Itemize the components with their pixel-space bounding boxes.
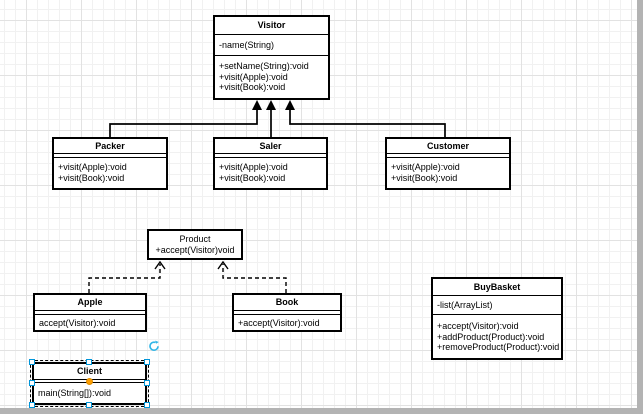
methods-compartment: +visit(Apple):void +visit(Book):void bbox=[215, 157, 326, 188]
class-product[interactable]: Product +accept(Visitor)void bbox=[147, 229, 243, 260]
class-title: Visitor bbox=[257, 20, 286, 30]
class-title: Packer bbox=[95, 141, 125, 151]
attributes-compartment bbox=[35, 310, 145, 314]
filled-arrow-icon bbox=[266, 100, 276, 110]
resize-handle-e[interactable] bbox=[144, 380, 150, 386]
method: +visit(Book):void bbox=[219, 82, 286, 92]
attributes-compartment bbox=[234, 310, 340, 314]
class-visitor[interactable]: Visitor -name(String) +setName(String):v… bbox=[213, 15, 330, 100]
edge-apple-product[interactable] bbox=[88, 260, 166, 293]
edge-book-product[interactable] bbox=[217, 260, 287, 293]
resize-handle-ne[interactable] bbox=[144, 359, 150, 365]
open-arrow-icon bbox=[217, 260, 229, 270]
method: +accept(Visitor):void bbox=[238, 318, 320, 328]
class-book[interactable]: Book +accept(Visitor):void bbox=[232, 293, 342, 332]
class-customer[interactable]: Customer +visit(Apple):void +visit(Book)… bbox=[385, 137, 511, 190]
class-apple[interactable]: Apple accept(Visitor):void bbox=[33, 293, 147, 332]
class-title: BuyBasket bbox=[473, 282, 521, 292]
method: +visit(Apple):void bbox=[219, 162, 288, 172]
method: +accept(Visitor):void bbox=[437, 321, 519, 331]
methods-compartment: +accept(Visitor):void +addProduct(Produc… bbox=[433, 314, 561, 358]
filled-arrow-icon bbox=[252, 100, 262, 110]
class-packer[interactable]: Packer +visit(Apple):void +visit(Book):v… bbox=[52, 137, 168, 190]
method: +removeProduct(Product):void bbox=[437, 342, 560, 352]
method: +visit(Book):void bbox=[58, 172, 125, 183]
resize-handle-nw[interactable] bbox=[29, 359, 35, 365]
methods-compartment: +accept(Visitor):void bbox=[234, 314, 340, 330]
resize-handle-w[interactable] bbox=[29, 380, 35, 386]
method: accept(Visitor):void bbox=[39, 318, 116, 328]
rotate-handle-icon[interactable] bbox=[148, 340, 160, 352]
attributes-compartment: -list(ArrayList) bbox=[433, 295, 561, 314]
methods-compartment: main(String[]):void bbox=[34, 382, 145, 403]
open-arrow-icon bbox=[154, 260, 166, 270]
class-title: Saler bbox=[259, 141, 282, 151]
attributes-compartment bbox=[54, 153, 166, 157]
attribute: -list(ArrayList) bbox=[437, 300, 493, 310]
methods-compartment: +visit(Apple):void +visit(Book):void bbox=[54, 157, 166, 188]
method: +setName(String):void bbox=[219, 61, 309, 71]
methods-compartment: accept(Visitor):void bbox=[35, 314, 145, 330]
method: main(String[]):void bbox=[38, 388, 112, 398]
methods-compartment: +visit(Apple):void +visit(Book):void bbox=[387, 157, 509, 188]
class-buybasket[interactable]: BuyBasket -list(ArrayList) +accept(Visit… bbox=[431, 277, 563, 360]
attribute: -name(String) bbox=[219, 40, 275, 50]
edge-packer-visitor[interactable] bbox=[109, 100, 262, 137]
edge-saler-visitor[interactable] bbox=[266, 100, 276, 137]
method: +visit(Apple):void bbox=[58, 162, 127, 172]
class-title: Product bbox=[179, 233, 211, 244]
filled-arrow-icon bbox=[285, 100, 295, 110]
resize-handle-sw[interactable] bbox=[29, 402, 35, 408]
resize-handle-s[interactable] bbox=[86, 402, 92, 408]
method: +visit(Apple):void bbox=[219, 71, 288, 82]
attributes-compartment bbox=[215, 153, 326, 157]
class-title: Apple bbox=[77, 297, 103, 307]
connection-point[interactable] bbox=[86, 378, 93, 385]
canvas-edge-bottom bbox=[0, 408, 643, 414]
method: +addProduct(Product):void bbox=[437, 331, 545, 342]
resize-handle-n[interactable] bbox=[86, 359, 92, 365]
attributes-compartment bbox=[387, 153, 509, 157]
edge-customer-visitor[interactable] bbox=[285, 100, 446, 137]
canvas-edge-right bbox=[637, 0, 643, 414]
class-title: Customer bbox=[426, 141, 469, 151]
method: +visit(Book):void bbox=[219, 172, 286, 183]
method: +accept(Visitor)void bbox=[155, 244, 235, 255]
class-saler[interactable]: Saler +visit(Apple):void +visit(Book):vo… bbox=[213, 137, 328, 190]
attributes-compartment: -name(String) bbox=[215, 34, 328, 55]
methods-compartment: +setName(String):void +visit(Apple):void… bbox=[215, 55, 328, 98]
method: +visit(Book):void bbox=[391, 172, 458, 183]
resize-handle-se[interactable] bbox=[144, 402, 150, 408]
class-title: Book bbox=[275, 297, 299, 307]
class-title: Client bbox=[76, 366, 102, 376]
method: +visit(Apple):void bbox=[391, 162, 460, 172]
